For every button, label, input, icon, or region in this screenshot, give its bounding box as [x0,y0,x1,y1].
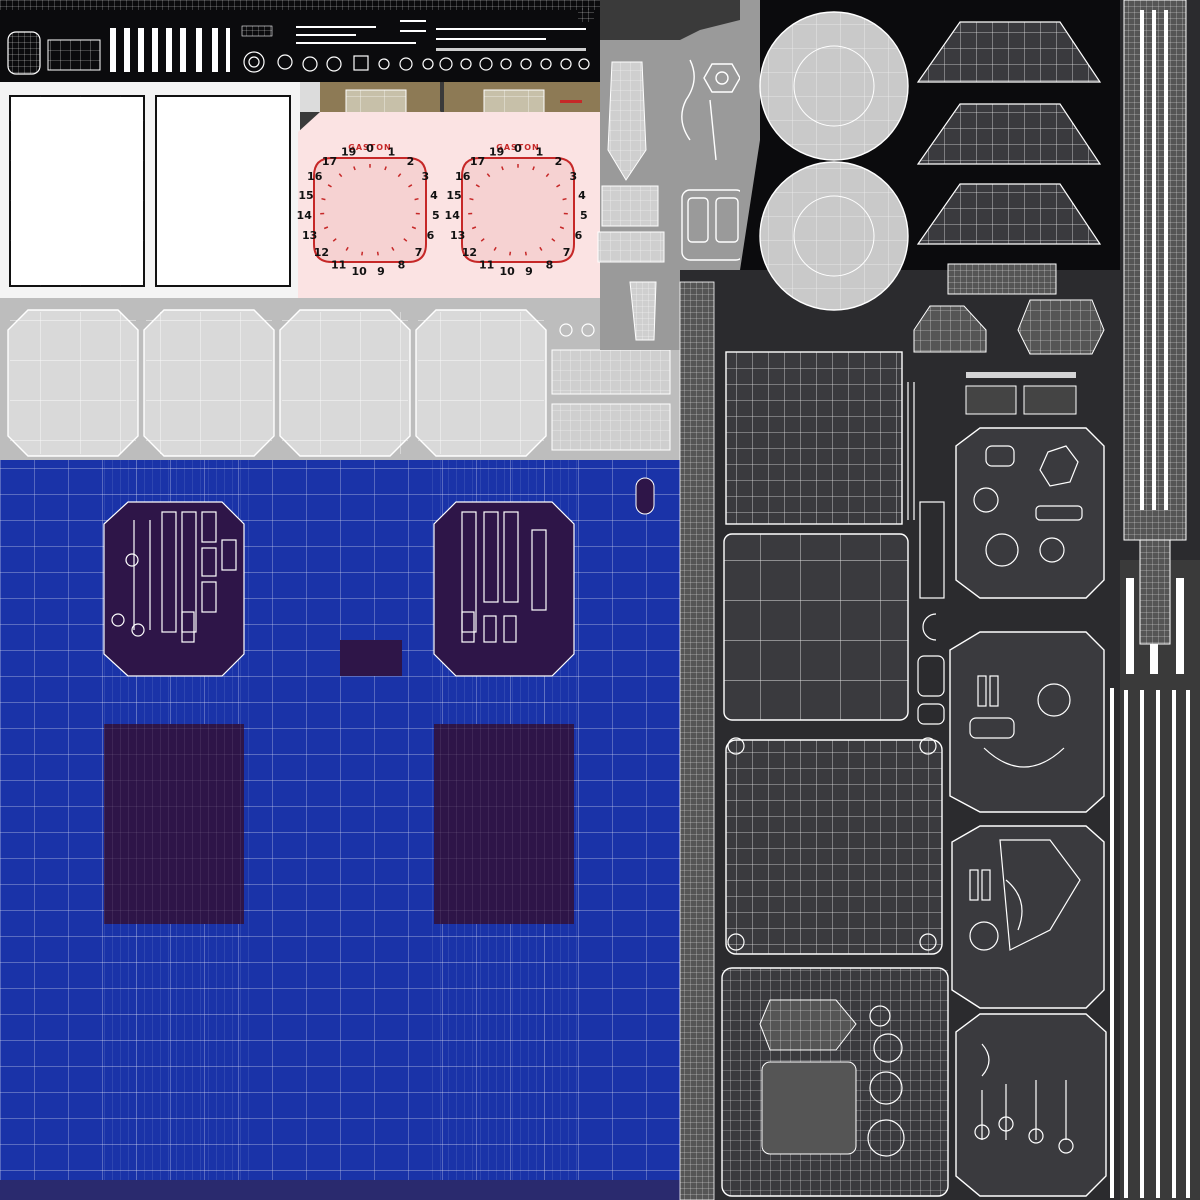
gauge-number: 16 [307,170,323,183]
gauge-number: 14 [445,209,461,222]
gauge-tick [338,173,343,178]
gauge-number: 7 [563,246,571,259]
gauge-number: 4 [578,189,586,202]
gauge-number: 6 [427,229,435,242]
gauge-number: 2 [407,155,415,168]
gauge-tick [376,251,379,256]
grey-parts-column [597,10,760,350]
gauge-tick [327,184,332,188]
grey-shell-panels [0,273,680,464]
gauge-number: 13 [450,229,465,242]
gauge-number: 10 [499,265,515,278]
gauge-tick [532,166,535,171]
gauge-number: 17 [322,155,337,168]
gauge-tick [486,173,491,178]
gauge-tick [469,197,474,201]
gauge-tick [480,238,485,242]
gauge-number: 15 [446,189,461,202]
gauge-number: 16 [455,170,471,183]
gauge-number: 12 [314,246,329,259]
gauge-tick [414,197,419,201]
gauge-tick [545,173,550,178]
gauge-tick [501,166,504,171]
gauge-number: 19 [489,145,504,158]
gauge-tick [562,197,567,201]
gauge-tick [361,251,364,256]
gauge-number: 5 [580,209,588,222]
gauge-number: 3 [569,170,577,183]
gauge-number: 12 [462,246,477,259]
gauge-number: 5 [432,209,440,222]
gauge-number: 7 [415,246,423,259]
gauge-tick [397,173,402,178]
gauge-number: 17 [470,155,485,168]
gauge-tick [551,238,556,242]
gauge-tick [509,251,512,256]
gauge-tick [524,251,527,256]
gauge-tick [556,184,561,188]
gauge-number: 9 [377,265,385,278]
gauge-number: 2 [555,155,563,168]
gauge-tick [539,246,543,251]
gauge-tick [321,197,326,201]
gauge-tick [353,166,356,171]
gauge-tick [493,246,497,251]
gauge-tick [559,226,565,230]
gauge-number: 15 [298,189,313,202]
gauge-brand: GASTON [496,143,539,152]
blue-body-housing [0,460,680,1200]
gauge-tick [411,226,417,230]
dark-parts-region [679,0,1200,1200]
gauge-number: 4 [430,189,438,202]
gauge-number: 10 [351,265,367,278]
gauge-tick [391,246,395,251]
gauge-number: 19 [341,145,356,158]
gauge-number: 6 [575,229,583,242]
gauge-tick [408,184,413,188]
gauge-tick [384,166,387,171]
gauge-window [313,157,427,263]
gauge-number: 3 [421,170,429,183]
gauge-number: 14 [297,209,313,222]
gauge-tick [332,238,337,242]
gauge-tick [403,238,408,242]
gauge-window [461,157,575,263]
gauge-number: 8 [546,259,554,272]
small-parts-strip [0,0,600,82]
gauge-brand: GASTON [348,143,391,152]
gauge-tick [345,246,349,251]
gauge-number: 0 [366,142,374,155]
gauge-tick [323,226,329,230]
gauge-number: 1 [388,145,396,158]
paper-labels [0,82,300,300]
gauge-number: 1 [536,145,544,158]
gauge-tick [471,226,477,230]
gauge-number: 8 [398,259,406,272]
gauge-tick [475,184,480,188]
gauge-number: 11 [479,259,494,272]
gauge-number: 9 [525,265,533,278]
gauge-number: 13 [302,229,317,242]
gauge-number: 0 [514,142,522,155]
gauge-number: 11 [331,259,346,272]
